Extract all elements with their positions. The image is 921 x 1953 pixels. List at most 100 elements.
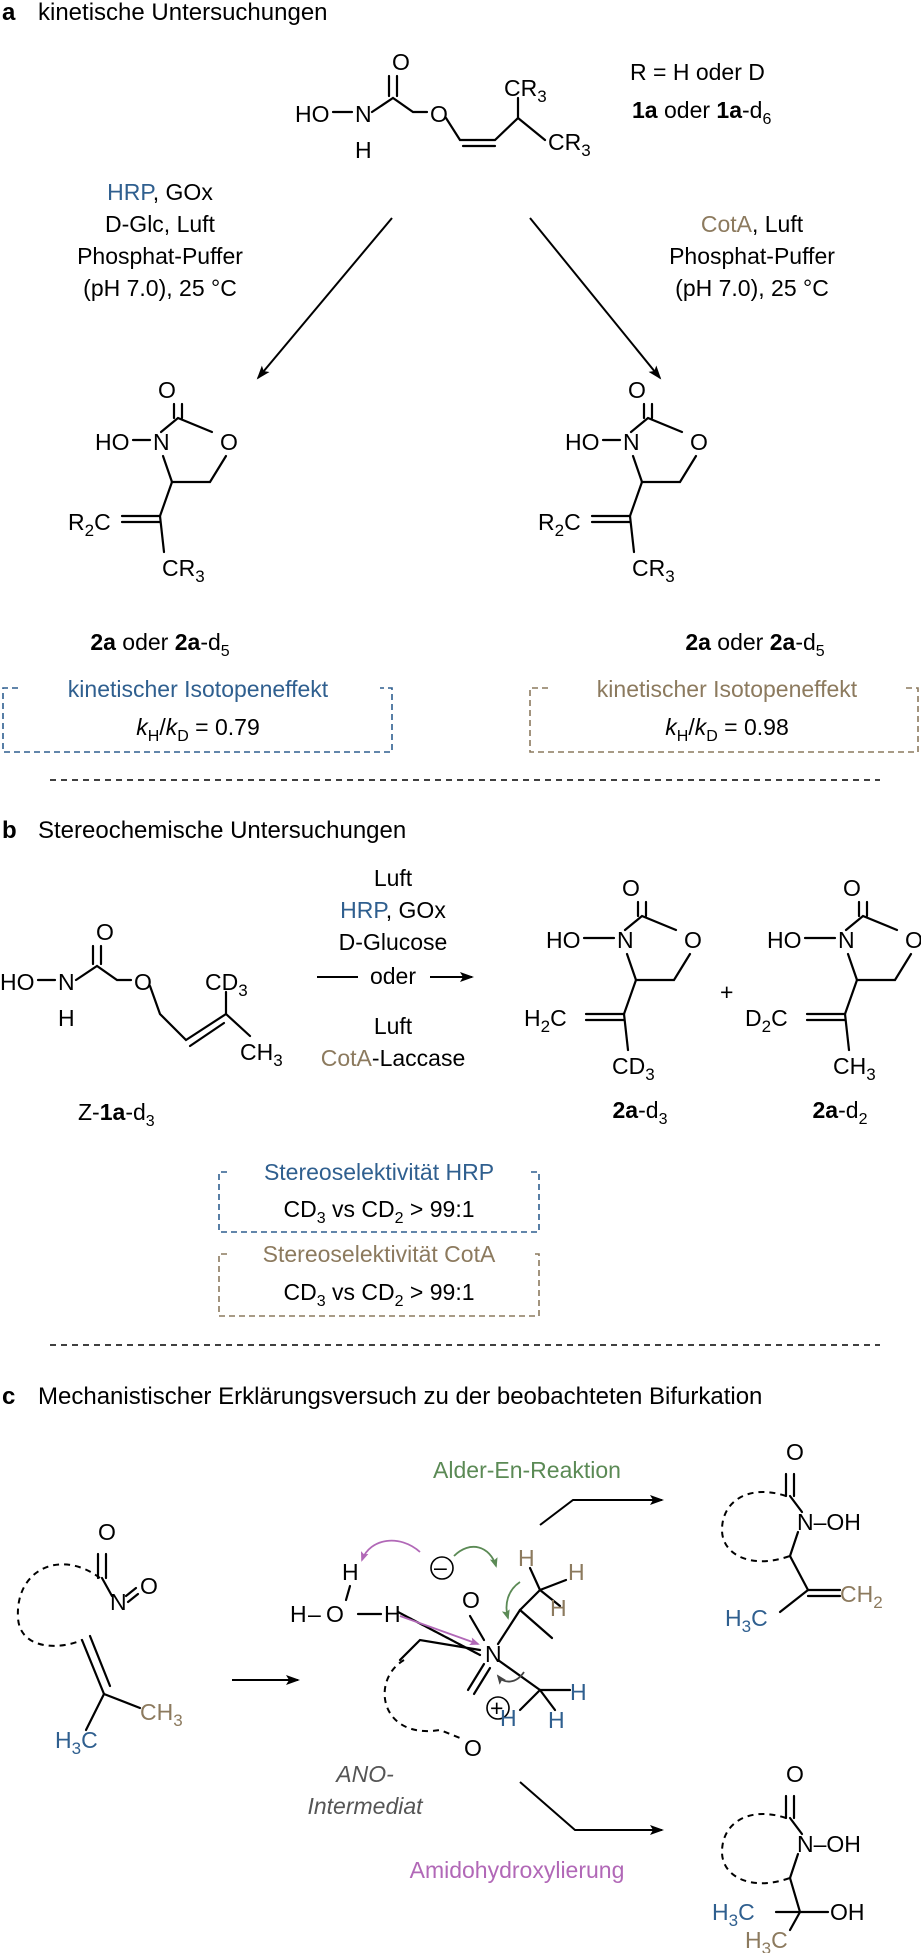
svg-text:CR3: CR3 xyxy=(548,129,591,160)
panel-c-letter: c xyxy=(2,1383,15,1410)
start-compound-label: Z-1a-d3 xyxy=(78,1099,155,1130)
svg-text:O: O xyxy=(786,1761,804,1787)
panel-a-title: kinetische Untersuchungen xyxy=(38,0,328,26)
panel-a-letter: a xyxy=(2,0,16,26)
svg-text:–: – xyxy=(308,1601,321,1627)
svg-text:O: O xyxy=(392,49,410,75)
svg-text:CD3 vs CD2 > 99:1: CD3 vs CD2 > 99:1 xyxy=(283,1279,474,1310)
svg-text:CR3: CR3 xyxy=(632,555,675,586)
conditions-hrp: HRP, GOx D-Glc, Luft Phosphat-Puffer (pH… xyxy=(77,179,243,301)
svg-text:H: H xyxy=(500,1705,517,1731)
arrow-right xyxy=(529,217,662,380)
svg-text:OH: OH xyxy=(830,1899,865,1925)
svg-text:CD3: CD3 xyxy=(612,1053,655,1084)
svg-text:kH/kD = 0.79: kH/kD = 0.79 xyxy=(136,714,260,745)
svg-text:H: H xyxy=(518,1545,535,1571)
conditions-cota: CotA, Luft Phosphat-Puffer (pH 7.0), 25 … xyxy=(669,211,835,301)
svg-text:O: O xyxy=(98,1519,116,1545)
svg-text:Stereoselektivität CotA: Stereoselektivität CotA xyxy=(263,1241,496,1267)
svg-text:CH3: CH3 xyxy=(140,1699,183,1730)
svg-text:H: H xyxy=(570,1679,587,1705)
ano-intermediate-structure: H H – O H O N O – xyxy=(290,1539,587,1761)
amidohydroxylation-label: Amidohydroxylierung xyxy=(410,1857,625,1883)
arrow-left xyxy=(256,217,393,380)
stereo-box-cota: Stereoselektivität CotA CD3 vs CD2 > 99:… xyxy=(218,1241,540,1317)
alder-en-product-structure: O N–OH CH2 H3C xyxy=(720,1439,883,1636)
svg-text:H: H xyxy=(568,1559,585,1585)
svg-text:CH3: CH3 xyxy=(833,1053,876,1084)
svg-text:O: O xyxy=(430,101,448,127)
svg-text:O: O xyxy=(462,1587,480,1613)
svg-text:HO: HO xyxy=(295,101,330,127)
svg-text:(pH 7.0), 25 °C: (pH 7.0), 25 °C xyxy=(675,275,829,301)
svg-text:O: O xyxy=(326,1601,344,1627)
panel-b-title: Stereochemische Untersuchungen xyxy=(38,817,406,844)
svg-text:O: O xyxy=(843,875,861,901)
svg-text:CotA-Laccase: CotA-Laccase xyxy=(321,1045,465,1071)
svg-text:CotA, Luft: CotA, Luft xyxy=(701,211,804,237)
product-2a-d3-label: 2a-d3 xyxy=(613,1097,668,1128)
svg-text:R2C: R2C xyxy=(68,509,111,540)
compound-1a-structure: HO N H O O CR3 CR3 xyxy=(295,49,591,163)
svg-text:O: O xyxy=(690,429,708,455)
nitroso-substrate-structure: O N O CH3 H3C xyxy=(16,1519,183,1758)
arrow-amidohydroxylation xyxy=(519,1781,664,1835)
svg-text:O: O xyxy=(464,1735,482,1761)
svg-text:O: O xyxy=(786,1439,804,1465)
svg-text:CR3: CR3 xyxy=(504,75,547,106)
plus-sign: + xyxy=(720,979,733,1005)
svg-text:O: O xyxy=(134,969,152,995)
svg-text:H: H xyxy=(355,137,372,163)
svg-text:O: O xyxy=(96,919,114,945)
svg-text:+: + xyxy=(490,1695,503,1721)
svg-text:H: H xyxy=(342,1559,359,1585)
product-label-right: 2a oder 2a-d5 xyxy=(685,629,824,660)
product-2a-d3-structure: O HO N O H2C CD3 xyxy=(524,875,702,1084)
svg-text:O: O xyxy=(684,927,702,953)
compound-1a-label: 1a oder 1a-d6 xyxy=(632,97,771,128)
panel-b: b Stereochemische Untersuchungen HO N H … xyxy=(0,817,921,1317)
svg-text:HRP, GOx: HRP, GOx xyxy=(340,897,446,923)
svg-text:oder: oder xyxy=(370,963,416,989)
svg-text:CR3: CR3 xyxy=(162,555,205,586)
svg-text:HRP, GOx: HRP, GOx xyxy=(107,179,213,205)
product-label-left: 2a oder 2a-d5 xyxy=(90,629,229,660)
conditions-panel-b: Luft HRP, GOx D-Glucose oder Luft CotA-L… xyxy=(317,865,474,1071)
panel-c-title: Mechanistischer Erklärungsversuch zu der… xyxy=(38,1383,762,1410)
svg-text:Stereoselektivität HRP: Stereoselektivität HRP xyxy=(264,1159,494,1185)
panel-c: c Mechanistischer Erklärungsversuch zu d… xyxy=(2,1383,883,1953)
svg-text:kH/kD = 0.98: kH/kD = 0.98 xyxy=(665,714,789,745)
svg-text:H2C: H2C xyxy=(524,1005,567,1036)
svg-text:D2C: D2C xyxy=(745,1005,788,1036)
svg-text:H3C: H3C xyxy=(712,1899,755,1930)
svg-text:D-Glucose: D-Glucose xyxy=(339,929,448,955)
svg-text:D-Glc, Luft: D-Glc, Luft xyxy=(105,211,216,237)
svg-text:CH3: CH3 xyxy=(240,1039,283,1070)
svg-text:H3C: H3C xyxy=(745,1927,788,1953)
svg-text:HO: HO xyxy=(546,927,581,953)
svg-text:–: – xyxy=(434,1554,447,1580)
svg-text:H: H xyxy=(548,1707,565,1733)
product-2a-left-structure: O HO N O R2C CR3 xyxy=(68,377,238,586)
svg-text:Phosphat-Puffer: Phosphat-Puffer xyxy=(77,243,243,269)
svg-text:N: N xyxy=(838,927,855,953)
ano-label-line2: Intermediat xyxy=(307,1793,424,1819)
svg-text:(pH 7.0), 25 °C: (pH 7.0), 25 °C xyxy=(83,275,237,301)
svg-text:kinetischer Isotopeneffekt: kinetischer Isotopeneffekt xyxy=(597,676,858,702)
svg-text:HO: HO xyxy=(767,927,802,953)
svg-text:O: O xyxy=(220,429,238,455)
compound-z-1a-d3-structure: HO N H O O CD3 CH3 xyxy=(0,919,283,1070)
panel-b-letter: b xyxy=(2,817,17,844)
svg-text:HO: HO xyxy=(565,429,600,455)
svg-text:CD3 vs CD2 > 99:1: CD3 vs CD2 > 99:1 xyxy=(283,1196,474,1227)
svg-text:N–OH: N–OH xyxy=(797,1509,861,1535)
arrow-alder-en xyxy=(539,1495,664,1526)
svg-text:Luft: Luft xyxy=(374,865,413,891)
svg-text:N: N xyxy=(623,429,640,455)
svg-text:O: O xyxy=(158,377,176,403)
stereo-box-hrp: Stereoselektivität HRP CD3 vs CD2 > 99:1 xyxy=(218,1159,540,1233)
svg-text:N: N xyxy=(153,429,170,455)
svg-text:R2C: R2C xyxy=(538,509,581,540)
svg-text:HO: HO xyxy=(0,969,35,995)
svg-text:N: N xyxy=(110,1589,127,1615)
